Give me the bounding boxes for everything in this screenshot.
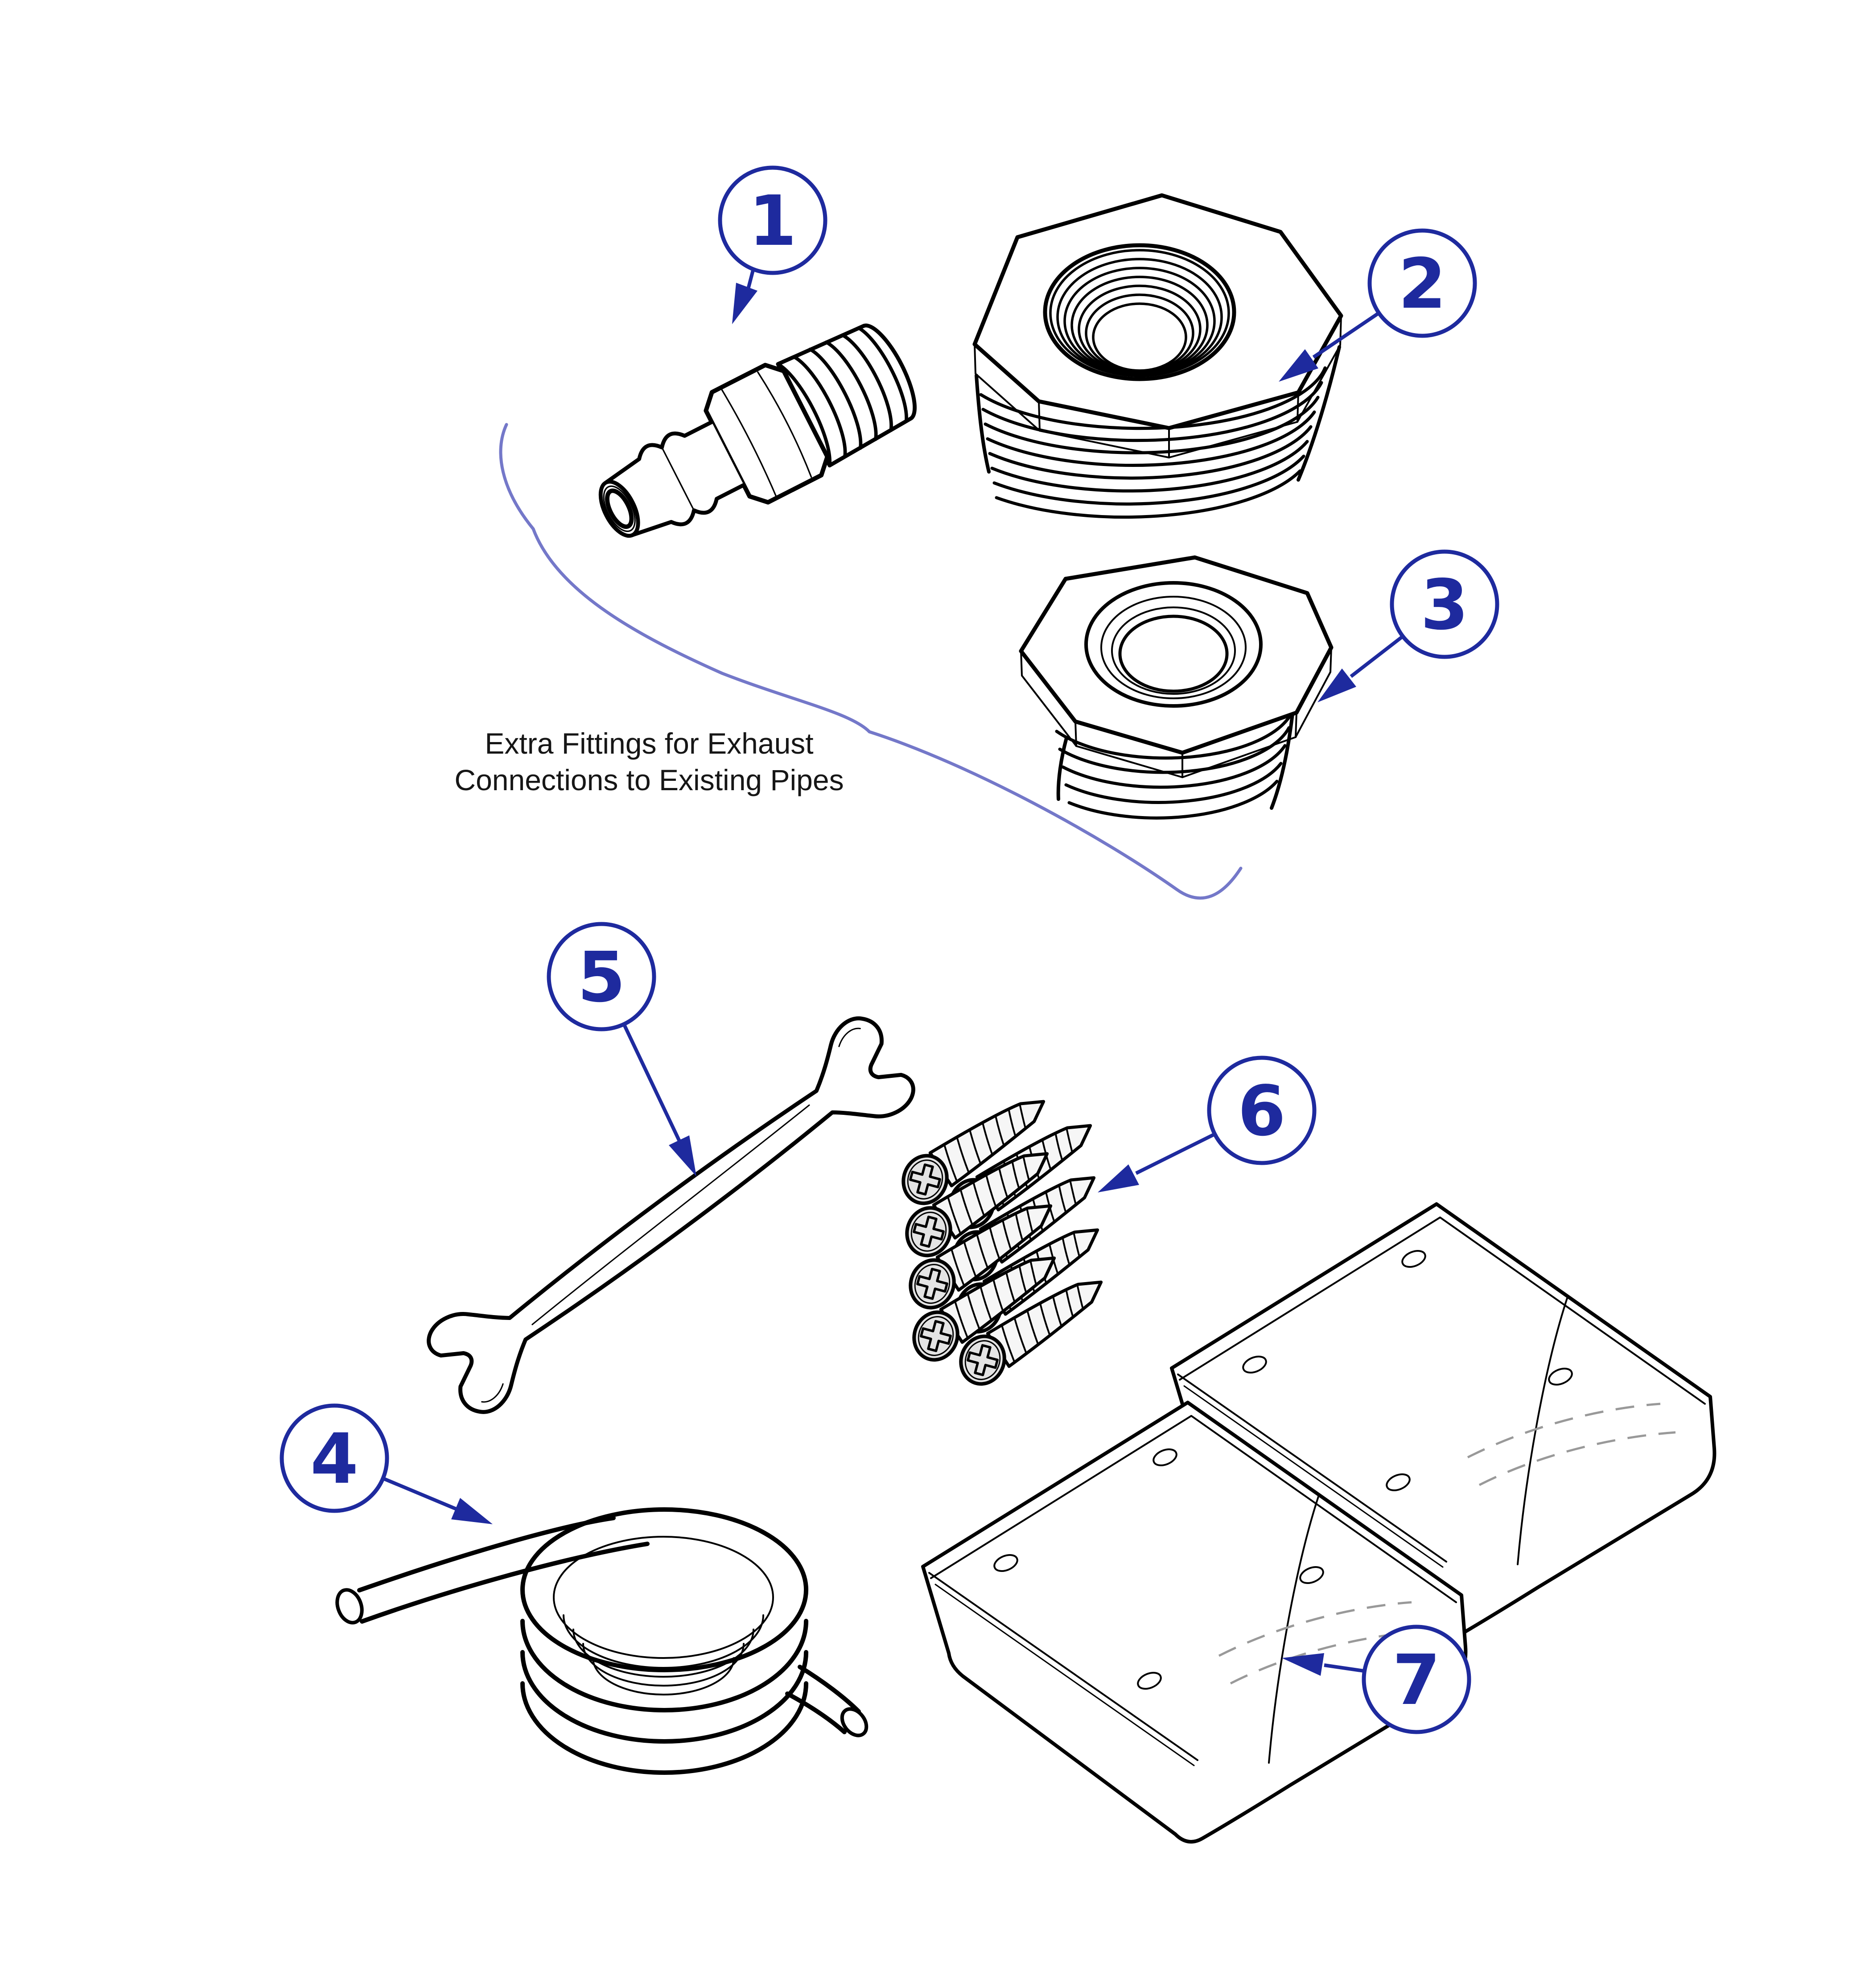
- callout-7-circle: [1362, 1625, 1471, 1734]
- callout-1-number: 1: [749, 181, 797, 261]
- caption: Extra Fittings for Exhaust Connections t…: [454, 727, 844, 796]
- barb-end: [598, 420, 746, 538]
- callout-1-circle: [718, 165, 827, 275]
- callout-6-circle: [1207, 1056, 1317, 1165]
- part-hose-barb-adapter-fitting: [598, 323, 917, 538]
- callout-5-arrowhead: [669, 1135, 696, 1176]
- tube-tail-right-bottom: [785, 1691, 847, 1734]
- callout-4-circle: [280, 1403, 389, 1513]
- tube-tail-left-bottom: [360, 1542, 650, 1624]
- callout-2-leader: [1312, 312, 1379, 359]
- callout-4-leader: [383, 1477, 458, 1511]
- tube-open-end-left: [335, 1588, 364, 1625]
- callout-5-number: 5: [577, 937, 626, 1018]
- callout-3-arrowhead: [1317, 668, 1356, 702]
- coil-loop: [520, 1619, 808, 1712]
- callout-7-number: 7: [1392, 1640, 1441, 1720]
- internal-threaded-bore: [1043, 243, 1236, 381]
- callout-7-leader: [1324, 1663, 1364, 1673]
- callout-6-leader: [1135, 1133, 1215, 1175]
- callout-3-circle: [1390, 549, 1499, 659]
- callout-2-circle: [1367, 228, 1477, 338]
- callout-3-leader: [1350, 635, 1404, 678]
- callout-6-arrowhead: [1098, 1164, 1139, 1192]
- callout-7: 7: [1282, 1625, 1471, 1734]
- callout-2-number: 2: [1398, 243, 1446, 324]
- callout-4-number: 4: [310, 1419, 358, 1499]
- hex-plate: [972, 193, 1343, 430]
- coil-loop: [520, 1650, 808, 1744]
- callout-6-number: 6: [1238, 1071, 1286, 1151]
- callout-4: 4: [280, 1403, 493, 1524]
- callout-2-arrowhead: [1279, 349, 1318, 382]
- caption-line-2: Connections to Existing Pipes: [454, 763, 844, 796]
- callout-5-leader: [622, 1024, 682, 1143]
- part-mounting-screws: [897, 1086, 1112, 1390]
- hex-plate-thickness: [974, 315, 1342, 458]
- callout-5: 5: [547, 922, 696, 1176]
- male-thread-crests: [776, 326, 908, 467]
- smooth-bore: [1084, 581, 1263, 708]
- coil-loop: [520, 1681, 808, 1775]
- tube-tail-right-top: [798, 1665, 861, 1714]
- callout-1: 1: [718, 165, 827, 324]
- part-cover-brackets: [923, 1204, 1714, 1842]
- hex-body: [704, 363, 830, 505]
- callout-7-arrowhead: [1282, 1653, 1324, 1676]
- callout-1-arrowhead: [732, 283, 757, 324]
- part-tubing-coil: [335, 1507, 869, 1775]
- callout-2: 2: [1279, 228, 1477, 382]
- tube-open-end-right: [840, 1707, 869, 1737]
- part-large-hex-thread-bushing: [972, 193, 1343, 519]
- hex-plate-thickness: [1020, 647, 1332, 778]
- grouping-brace: [499, 423, 1243, 900]
- coil-top-loop: [520, 1507, 808, 1672]
- caption-line-1: Extra Fittings for Exhaust: [485, 727, 813, 760]
- callout-3-number: 3: [1420, 565, 1469, 645]
- part-open-end-wrench: [427, 1016, 915, 1414]
- part-small-hex-thread-bushing: [1019, 555, 1334, 820]
- callout-1-leader: [746, 269, 755, 290]
- callout-5-circle: [547, 922, 656, 1031]
- callout-6: 6: [1098, 1056, 1317, 1192]
- callout-4-arrowhead: [451, 1498, 493, 1524]
- callout-3: 3: [1317, 549, 1499, 702]
